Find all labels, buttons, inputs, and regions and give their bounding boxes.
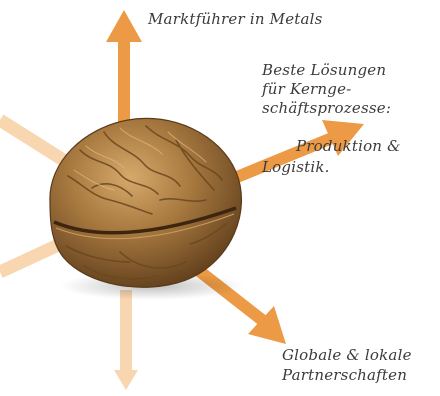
label-core-line-6: Logistik. xyxy=(262,158,401,177)
label-core-line-1: Beste Lösungen xyxy=(262,61,401,80)
label-partner-line-2: Partnerschaften xyxy=(282,365,412,385)
label-core-processes: Beste Lösungen für Kernge- schäftsprozes… xyxy=(262,61,401,177)
label-partnerships: Globale & lokale Partnerschaften xyxy=(282,345,412,385)
label-market-leader: Marktführer in Metals xyxy=(148,10,323,29)
walnut-icon xyxy=(50,118,244,300)
label-partner-line-1: Globale & lokale xyxy=(282,345,412,365)
label-core-spacer xyxy=(262,118,401,137)
label-core-line-2: für Kernge- xyxy=(262,80,401,99)
label-core-line-3: schäftsprozesse: xyxy=(262,99,401,118)
label-core-line-5: Produktion & xyxy=(262,137,401,156)
arrow-bottom xyxy=(114,290,138,390)
